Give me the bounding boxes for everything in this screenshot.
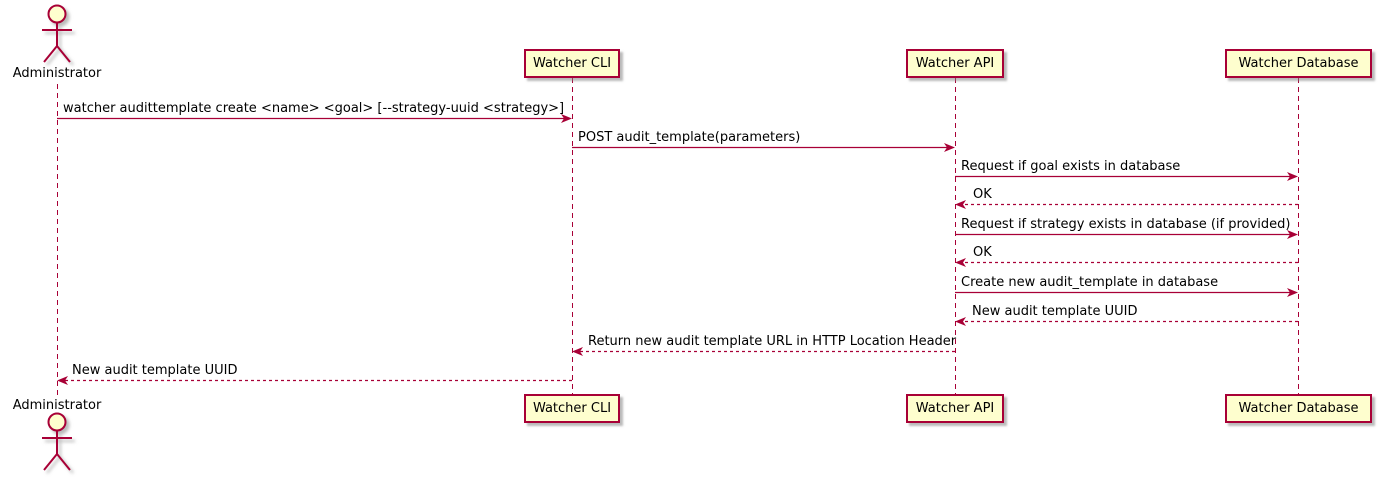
- participant-watcher-cli-bottom: Watcher CLI: [524, 394, 620, 423]
- administrator-label-top: Administrator: [12, 66, 102, 81]
- message-arrow-6: [955, 258, 1298, 267]
- participant-watcher-cli-top: Watcher CLI: [524, 49, 620, 78]
- message-label-9: Return new audit template URL in HTTP Lo…: [588, 334, 957, 349]
- message-label-6: OK: [973, 245, 992, 260]
- participant-watcher-database-bottom: Watcher Database: [1225, 394, 1372, 423]
- participant-watcher-database-top: Watcher Database: [1225, 49, 1372, 78]
- message-arrow-7: [955, 288, 1298, 297]
- participant-watcher-api-top: Watcher API: [906, 49, 1004, 78]
- administrator-actor-icon-bottom: [42, 412, 72, 471]
- message-arrow-8: [955, 317, 1298, 326]
- administrator-label-bottom: Administrator: [12, 398, 102, 413]
- participant-watcher-api-bottom: Watcher API: [906, 394, 1004, 423]
- message-label-7: Create new audit_template in database: [961, 275, 1219, 290]
- message-arrow-4: [955, 200, 1298, 209]
- message-label-3: Request if goal exists in database: [961, 159, 1181, 174]
- message-label-1: watcher audittemplate create <name> <goa…: [63, 101, 565, 116]
- message-arrow-9: [572, 347, 955, 356]
- message-label-10: New audit template UUID: [72, 363, 238, 378]
- message-label-4: OK: [973, 187, 992, 202]
- message-arrow-5: [955, 230, 1298, 239]
- message-arrow-3: [955, 172, 1298, 181]
- message-arrow-10: [57, 376, 572, 385]
- message-label-2: POST audit_template(parameters): [578, 130, 801, 145]
- administrator-actor-icon-top: [42, 4, 72, 63]
- message-label-8: New audit template UUID: [972, 304, 1138, 319]
- message-arrow-2: [572, 143, 955, 152]
- message-arrow-1: [57, 114, 572, 123]
- message-label-5: Request if strategy exists in database (…: [961, 217, 1291, 232]
